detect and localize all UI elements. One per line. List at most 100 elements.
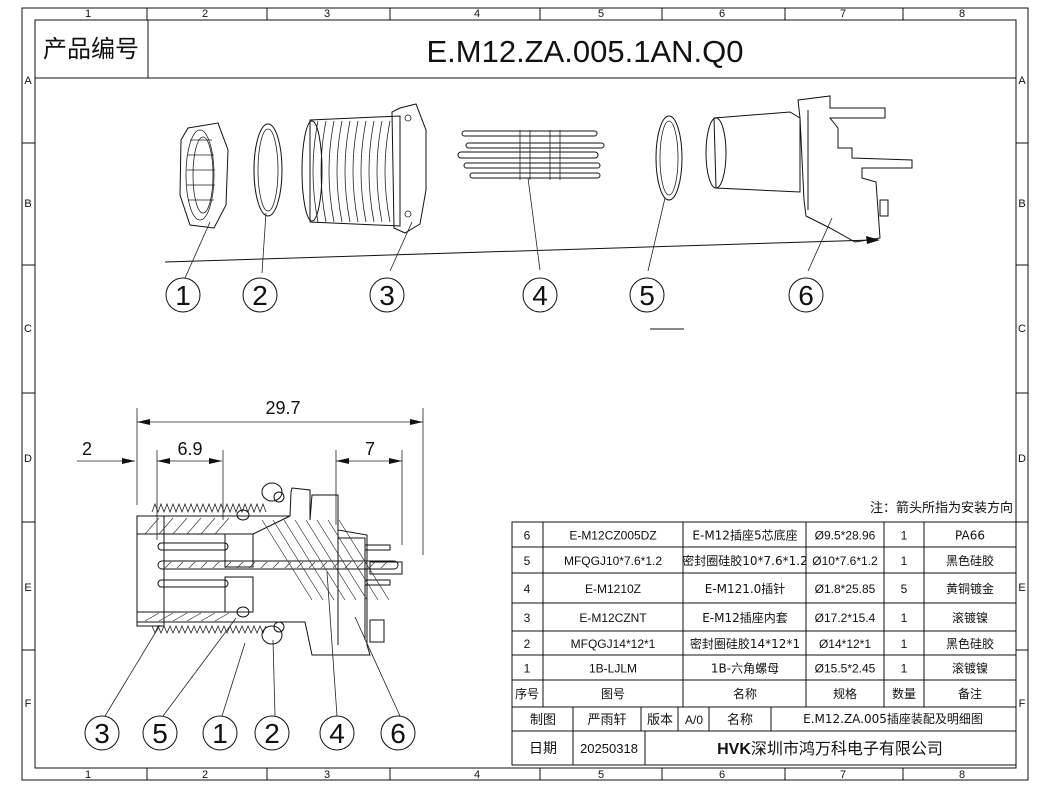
- callout-number: 3: [379, 280, 395, 311]
- callout-number: 1: [212, 718, 228, 749]
- bom-cell-no: 5: [524, 554, 531, 568]
- install-note: 注：箭头所指为安装方向: [870, 500, 1013, 516]
- part-base: [705, 95, 913, 243]
- bom-cell-spec: Ø9.5*28.96: [815, 529, 876, 543]
- grid-row-label: E: [24, 582, 31, 594]
- bom-cell-no: 1: [524, 662, 531, 676]
- bom-cell-part: E-M12CZNT: [579, 611, 647, 625]
- part-socket-body: [301, 103, 427, 234]
- grid-row-label: E: [1018, 582, 1025, 594]
- bom-cell-qty: 5: [901, 582, 908, 596]
- callout-number: 3: [94, 718, 110, 749]
- callout-number: 4: [329, 718, 345, 749]
- dimension-offset: 2: [82, 439, 92, 459]
- part-seal-ring-large: [253, 123, 283, 217]
- install-direction-arrow: [164, 239, 873, 263]
- grid-dividers: [22, 8, 1028, 780]
- bom-cell-part: MFQGJ14*12*1: [571, 637, 656, 651]
- callout-circle: [84, 715, 120, 751]
- callout-circle: [380, 715, 416, 751]
- grid-row-label: A: [24, 75, 32, 87]
- bom-cell-no: 6: [524, 529, 531, 543]
- grid-row-label: F: [1019, 698, 1026, 710]
- grid-row-label: A: [1018, 75, 1026, 87]
- bom-cell-qty: 1: [901, 611, 908, 625]
- bom-cell-spec: Ø17.2*15.4: [815, 611, 876, 625]
- callout-circle: [254, 715, 290, 751]
- callout-number: 5: [639, 280, 655, 311]
- bom-cell-no: 2: [524, 637, 531, 651]
- part-pins: [457, 130, 605, 180]
- bom-header-remark: 备注: [958, 686, 982, 701]
- drawing-name: E.M12.ZA.005插座装配及明细图: [803, 711, 983, 726]
- grid-column-label: 5: [598, 769, 604, 781]
- bom-cell-qty: 1: [901, 662, 908, 676]
- grid-column-label: 3: [324, 769, 330, 781]
- grid-column-label: 8: [959, 769, 965, 781]
- callout-circle: [629, 277, 665, 313]
- bom-cell-spec: Ø1.8*25.85: [815, 582, 876, 596]
- callout-circle: [202, 715, 238, 751]
- grid-column-label: 8: [959, 8, 965, 20]
- bom-header-part: 图号: [601, 687, 625, 701]
- product-code: E.M12.ZA.005.1AN.Q0: [426, 34, 743, 69]
- callout-number: 5: [152, 718, 168, 749]
- company-name: HVK深圳市鸿万科电子有限公司: [717, 739, 943, 758]
- grid-column-label: 4: [474, 8, 480, 20]
- callout-circle: [242, 277, 278, 313]
- callout-number: 6: [798, 280, 814, 311]
- bom-header-name: 名称: [733, 686, 757, 701]
- callout-circle: [522, 277, 558, 313]
- bom-cell-spec: Ø14*12*1: [819, 637, 871, 651]
- callout-circle: [788, 277, 824, 313]
- bom-cell-qty: 1: [901, 529, 908, 543]
- drawn-label: 制图: [530, 713, 556, 728]
- bom-cell-name: E-M121.0插针: [705, 581, 786, 596]
- callout-circle: [165, 277, 201, 313]
- name-label: 名称: [727, 712, 753, 728]
- callout-circle: [319, 715, 355, 751]
- bom-table: 6 E-M12CZ005DZ E-M12插座5芯底座 Ø9.5*28.96 1 PA66 5…: [511, 521, 1017, 766]
- grid-row-label: C: [24, 323, 32, 335]
- callout-number: 4: [532, 280, 548, 311]
- bom-cell-remark: 黑色硅胶: [946, 553, 994, 568]
- company-title: 深圳市鸿万科电子有限公司: [751, 739, 943, 758]
- grid-column-label: 3: [324, 8, 330, 20]
- company-brand: HVK: [717, 741, 751, 758]
- grid-column-label: 4: [474, 769, 480, 781]
- bom-cell-part: 1B-LJLM: [589, 662, 637, 676]
- grid-row-label: C: [1018, 323, 1026, 335]
- callout-number: 2: [264, 718, 280, 749]
- arrow-head-icon: [866, 236, 880, 244]
- bom-cell-part: MFQGJ10*7.6*1.2: [564, 554, 662, 568]
- dimension-thread: 6.9: [177, 439, 202, 459]
- bom-cell-remark: PA66: [955, 529, 985, 543]
- callout-circle: [369, 277, 405, 313]
- grid-column-label: 6: [719, 769, 725, 781]
- product-code-label: 产品编号: [43, 35, 139, 63]
- bom-header-qty: 数量: [892, 686, 916, 701]
- bom-cell-name: 密封圈硅胶10*7.6*1.2: [682, 553, 807, 568]
- grid-column-label: 1: [85, 769, 91, 781]
- bom-header-no: 序号: [515, 686, 539, 701]
- grid-row-label: B: [24, 198, 31, 210]
- version: A/0: [685, 713, 703, 727]
- bom-cell-qty: 1: [901, 554, 908, 568]
- grid-column-label: 2: [202, 769, 208, 781]
- bom-cell-name: 密封圈硅胶14*12*1: [690, 636, 800, 651]
- grid-column-label: 1: [85, 8, 91, 20]
- bom-cell-name: 1B-六角螺母: [711, 662, 779, 676]
- bom-cell-name: E-M12插座5芯底座: [692, 528, 797, 543]
- section-view: 29.7 2 6.9 7: [77, 398, 424, 751]
- grid-column-label: 7: [840, 8, 846, 20]
- grid-column-label: 7: [840, 769, 846, 781]
- bom-cell-remark: 滚镀镍: [952, 661, 988, 676]
- bom-cell-spec: Ø10*7.6*1.2: [812, 554, 878, 568]
- callout-number: 1: [175, 280, 191, 311]
- bom-cell-part: E-M12CZ005DZ: [569, 529, 656, 543]
- version-label: 版本: [647, 713, 673, 728]
- grid-column-label: 6: [719, 8, 725, 20]
- outer-frame: [21, 7, 1029, 781]
- bom-cell-remark: 黄铜镀金: [946, 581, 994, 596]
